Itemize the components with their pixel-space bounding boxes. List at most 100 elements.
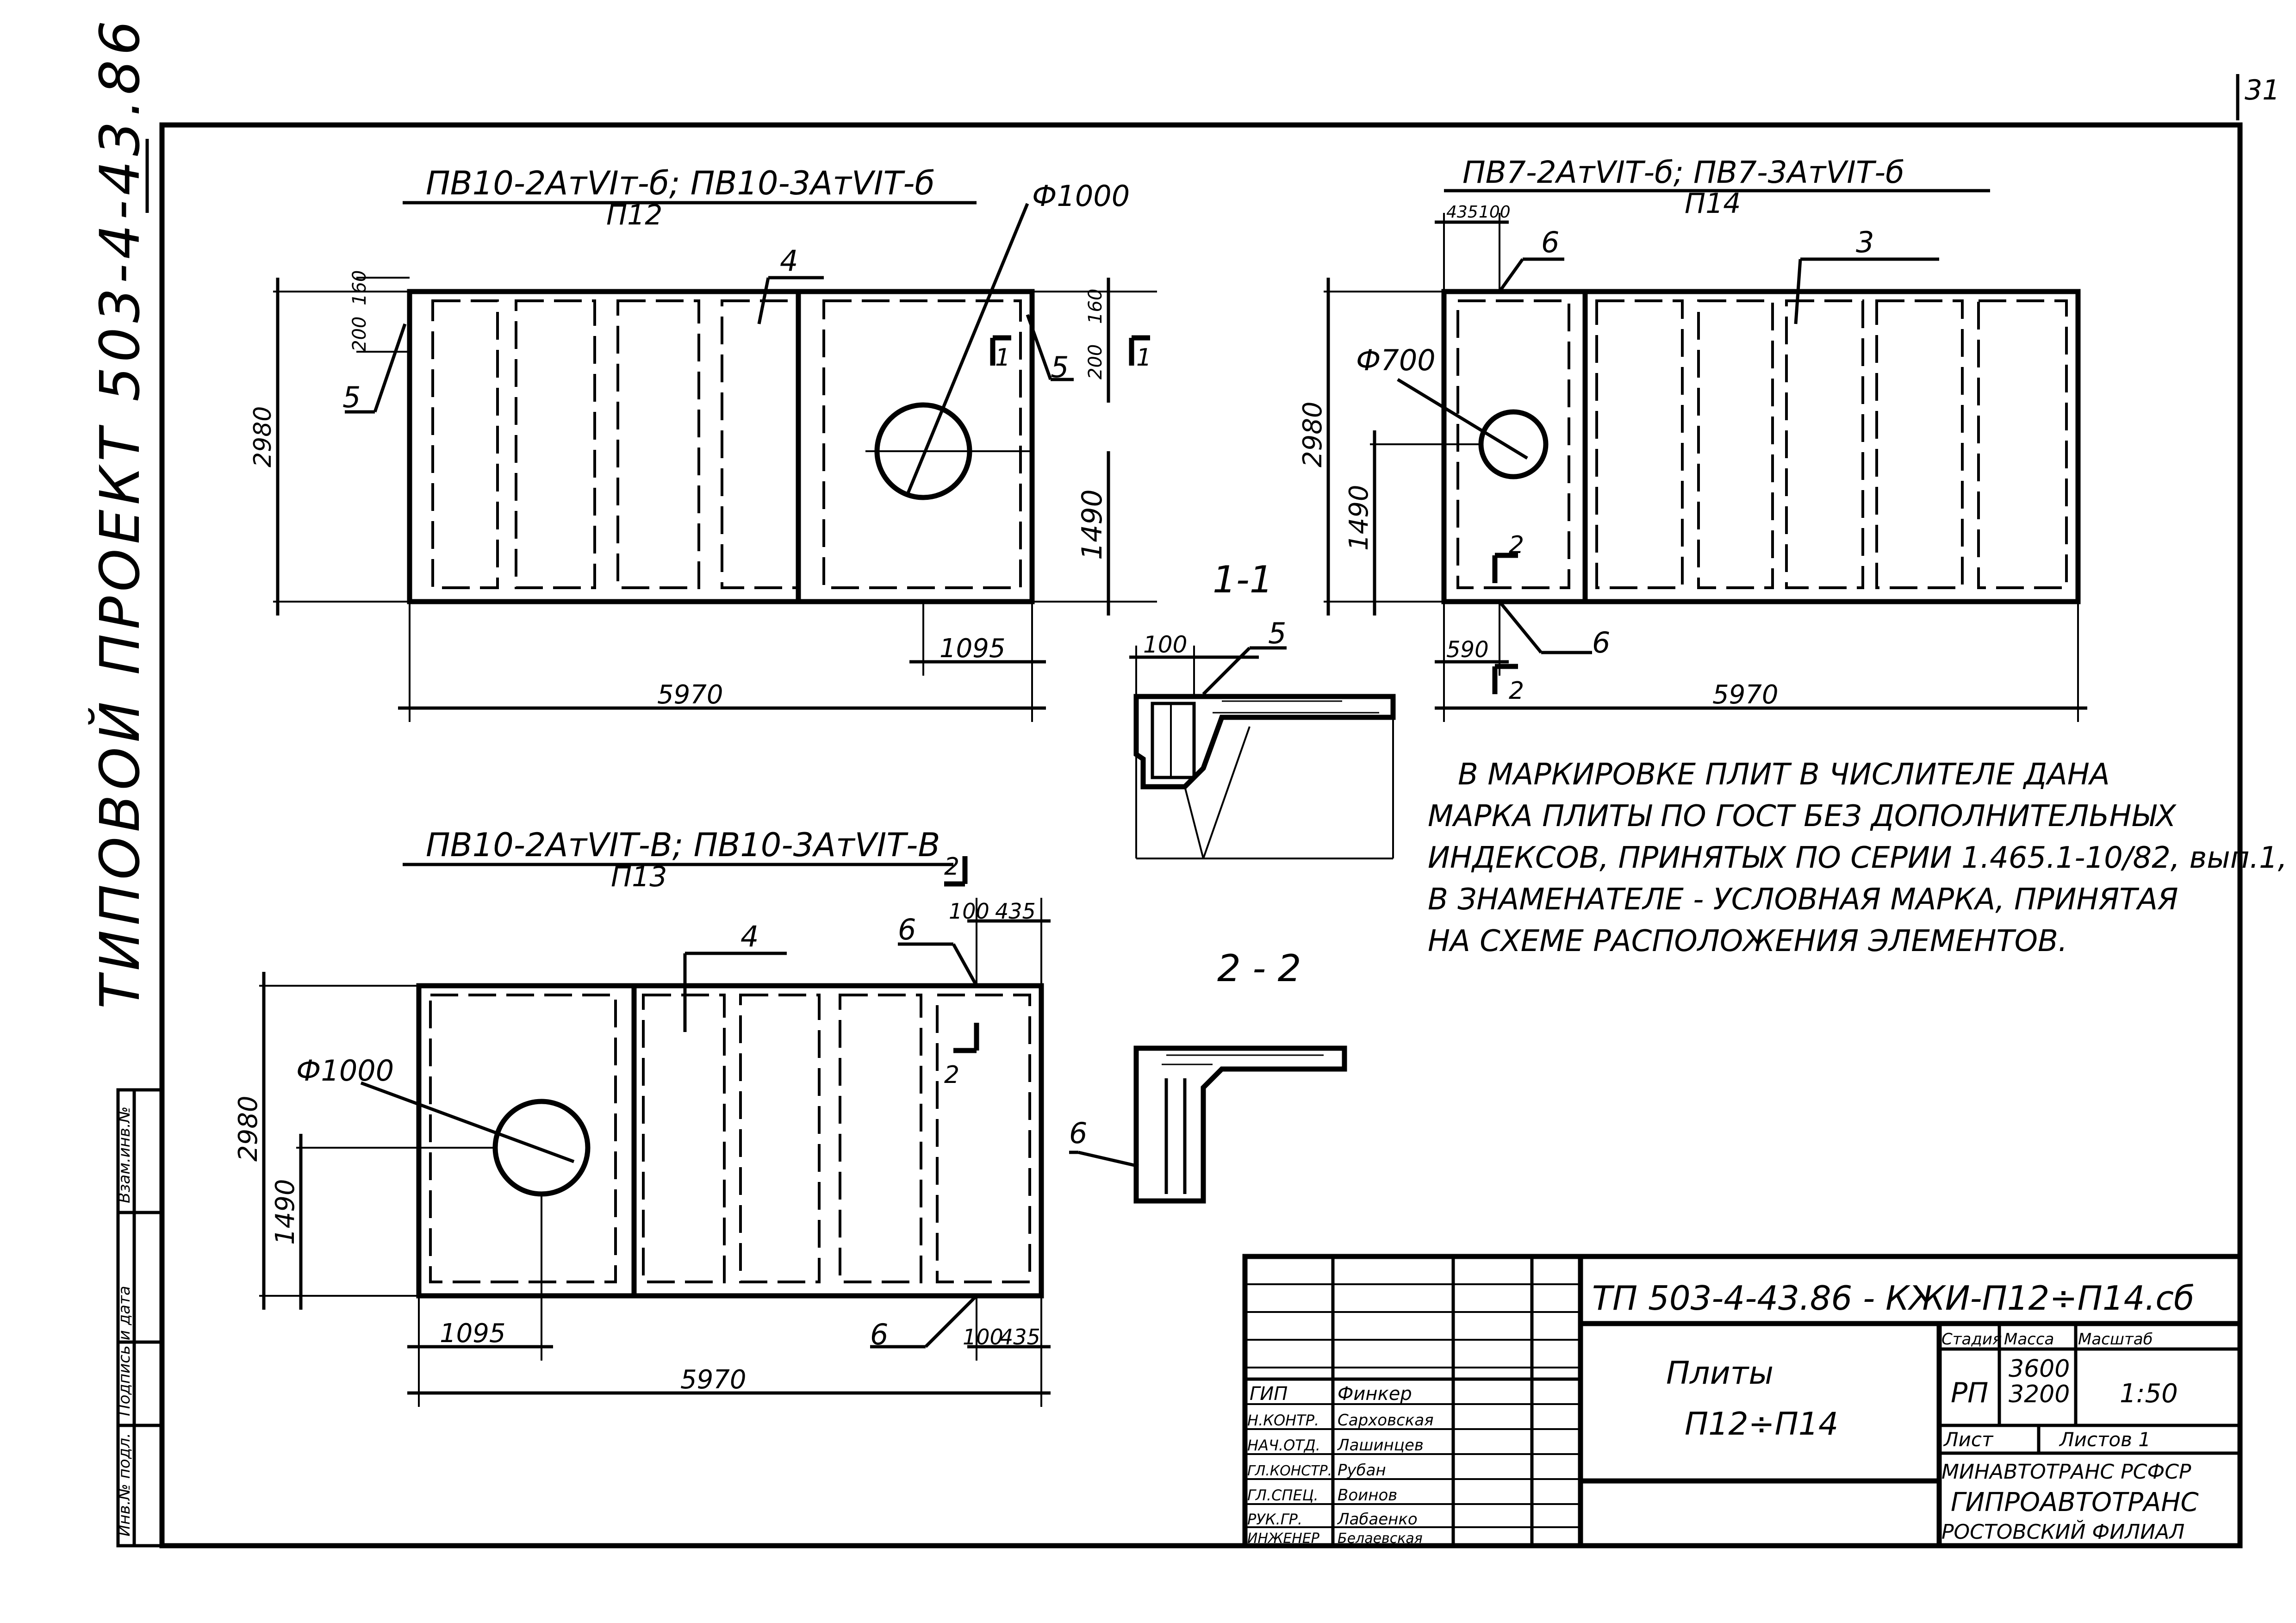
drawing-name: Плиты — [1666, 1355, 1773, 1392]
svg-text:4: 4 — [780, 244, 798, 278]
svg-text:НАЧ.ОТД.: НАЧ.ОТД. — [1247, 1436, 1320, 1454]
svg-text:Лист: Лист — [1943, 1428, 1994, 1451]
staff-list: ГИП Финкер Н.КОНТР. Сарховская НАЧ.ОТД. … — [1247, 1383, 1434, 1547]
svg-text:100: 100 — [1143, 631, 1187, 658]
svg-text:Лабаенко: Лабаенко — [1337, 1510, 1418, 1529]
section-2-label: 2 - 2 — [1217, 947, 1301, 990]
svg-text:6: 6 — [870, 1318, 888, 1351]
svg-text:100: 100 — [949, 899, 989, 924]
svg-text:Масштаб: Масштаб — [2078, 1330, 2153, 1349]
stamp-replace-label: Взам.инв.№ — [115, 1107, 134, 1203]
svg-text:Белаевская: Белаевская — [1338, 1530, 1423, 1547]
section-1-label: 1-1 — [1213, 558, 1273, 601]
org-institute: ГИПРОАВТОТРАНС — [1951, 1487, 2199, 1517]
stamp-inv-label: Инв.№ подл. — [115, 1433, 134, 1536]
slab-a: ПВ10-2АтVIт-б; ПВ10-3АтVIТ-б П12 Ф1000 4… — [249, 164, 1157, 722]
svg-text:1095: 1095 — [440, 1318, 506, 1349]
section-1-1: 1-1 100 5 — [1129, 558, 1396, 859]
sheet-frame — [159, 122, 2243, 1548]
svg-text:ТИПОВОЙ ПРОЕКТ 503-4-43.86: ТИПОВОЙ ПРОЕКТ 503-4-43.86 АЛЬБОМ IV — [88, 0, 152, 1009]
svg-text:6: 6 — [898, 913, 916, 946]
svg-text:5: 5 — [342, 380, 361, 414]
svg-text:2: 2 — [944, 1061, 959, 1089]
section-2-2: 2 - 2 6 — [1069, 947, 1347, 1204]
slab-c: ПВ10-2АтVIТ-В; ПВ10-3АтVIТ-В П13 Ф1000 4… — [233, 826, 1051, 1407]
slab-b-diameter: Ф700 — [1356, 343, 1436, 377]
svg-text:ИНЖЕНЕР: ИНЖЕНЕР — [1247, 1530, 1320, 1547]
svg-text:3: 3 — [1856, 225, 1874, 259]
svg-text:1095: 1095 — [940, 634, 1006, 664]
svg-text:Рубан: Рубан — [1338, 1461, 1386, 1480]
slab-b-hole — [1478, 409, 1549, 479]
slab-c-outline — [416, 983, 1044, 1299]
note-line: ИНДЕКСОВ, ПРИНЯТЫХ ПО СЕРИИ 1.465.1-10/8… — [1428, 841, 2287, 875]
svg-text:2980: 2980 — [249, 406, 277, 467]
svg-text:1490: 1490 — [1344, 485, 1374, 551]
svg-text:6: 6 — [1592, 626, 1610, 659]
svg-text:1: 1 — [995, 344, 1010, 372]
slab-c-hole — [492, 1099, 591, 1197]
page-number: 31 — [2245, 74, 2280, 106]
svg-text:2: 2 — [1509, 677, 1524, 705]
slab-b-mark: П14 — [1685, 187, 1741, 220]
svg-text:100: 100 — [1479, 203, 1511, 222]
svg-text:2: 2 — [944, 853, 959, 881]
slab-a-outline — [407, 289, 1035, 604]
svg-text:435: 435 — [1446, 203, 1478, 222]
svg-text:Лашинцев: Лашинцев — [1337, 1436, 1424, 1455]
svg-text:Н.КОНТР.: Н.КОНТР. — [1247, 1412, 1319, 1429]
side-stamp: Инв.№ подл. Подпись и дата Взам.инв.№ — [115, 1088, 164, 1548]
slab-b-outline — [1441, 289, 2081, 604]
org-ministry: МИНАВТОТРАНС РСФСР — [1941, 1460, 2191, 1484]
svg-text:1490: 1490 — [1076, 489, 1108, 560]
svg-text:3600: 3600 — [2009, 1355, 2070, 1383]
svg-text:200: 200 — [1085, 344, 1106, 379]
svg-text:1:50: 1:50 — [2120, 1379, 2178, 1409]
svg-text:ГЛ.КОНСТР.: ГЛ.КОНСТР. — [1247, 1463, 1332, 1479]
drawing-marks: П12÷П14 — [1685, 1406, 1838, 1443]
title-block: ГИП Финкер Н.КОНТР. Сарховская НАЧ.ОТД. … — [1242, 1254, 2243, 1548]
svg-text:5: 5 — [1051, 350, 1069, 384]
svg-text:Листов 1: Листов 1 — [2059, 1428, 2151, 1451]
svg-text:160: 160 — [1085, 289, 1106, 324]
svg-text:590: 590 — [1446, 637, 1489, 663]
note-line: НА СХЕМЕ РАСПОЛОЖЕНИЯ ЭЛЕМЕНТОВ. — [1428, 924, 2067, 958]
slab-a-diameter: Ф1000 — [1032, 179, 1130, 213]
svg-text:160: 160 — [349, 270, 370, 305]
stamp-sign-label: Подпись и дата — [115, 1286, 134, 1416]
slab-b-title: ПВ7-2АтVIТ-б; ПВ7-3АтVIТ-б — [1462, 155, 1904, 190]
svg-text:РУК.ГР.: РУК.ГР. — [1247, 1511, 1302, 1528]
svg-text:Финкер: Финкер — [1338, 1383, 1412, 1405]
svg-text:3200: 3200 — [2009, 1380, 2070, 1408]
svg-text:РП: РП — [1951, 1377, 1988, 1409]
note-line: В МАРКИРОВКЕ ПЛИТ В ЧИСЛИТЕЛЕ ДАНА — [1458, 758, 2110, 792]
svg-text:2980: 2980 — [233, 1095, 263, 1162]
svg-text:4: 4 — [740, 920, 759, 953]
note-line: В ЗНАМЕНАТЕЛЕ - УСЛОВНАЯ МАРКА, ПРИНЯТАЯ — [1428, 883, 2178, 917]
note-line: МАРКА ПЛИТЫ ПО ГОСТ БЕЗ ДОПОЛНИТЕЛЬНЫХ — [1428, 799, 2177, 833]
org-branch: РОСТОВСКИЙ ФИЛИАЛ — [1941, 1519, 2184, 1544]
svg-text:2: 2 — [1509, 531, 1524, 559]
svg-text:435: 435 — [1000, 1325, 1040, 1349]
svg-text:5: 5 — [1268, 616, 1286, 650]
svg-text:Сарховская: Сарховская — [1338, 1411, 1434, 1430]
svg-text:6: 6 — [1069, 1116, 1087, 1150]
slab-a-title: ПВ10-2АтVIт-б; ПВ10-3АтVIТ-б — [426, 164, 935, 202]
svg-text:5970: 5970 — [657, 680, 723, 710]
slab-c-title: ПВ10-2АтVIТ-В; ПВ10-3АтVIТ-В — [426, 826, 940, 864]
slab-a-mark: П12 — [606, 199, 662, 231]
svg-text:5970: 5970 — [680, 1365, 747, 1395]
svg-text:6: 6 — [1541, 225, 1559, 259]
svg-text:ГЛ.СПЕЦ.: ГЛ.СПЕЦ. — [1247, 1486, 1319, 1504]
svg-text:200: 200 — [349, 317, 370, 352]
slab-c-diameter: Ф1000 — [296, 1054, 394, 1088]
svg-text:1490: 1490 — [270, 1179, 300, 1245]
svg-text:435: 435 — [995, 899, 1036, 924]
note-block: В МАРКИРОВКЕ ПЛИТ В ЧИСЛИТЕЛЕ ДАНА МАРКА… — [1428, 758, 2287, 958]
svg-text:100: 100 — [963, 1325, 1003, 1349]
svg-text:5970: 5970 — [1712, 680, 1779, 710]
slab-b: ПВ7-2АтVIТ-б; ПВ7-3АтVIТ-б П14 Ф700 6 3 … — [1298, 155, 2087, 722]
svg-text:1: 1 — [1136, 344, 1151, 372]
side-title: ТИПОВОЙ ПРОЕКТ 503-4-43.86 АЛЬБОМ IV — [88, 0, 152, 1009]
